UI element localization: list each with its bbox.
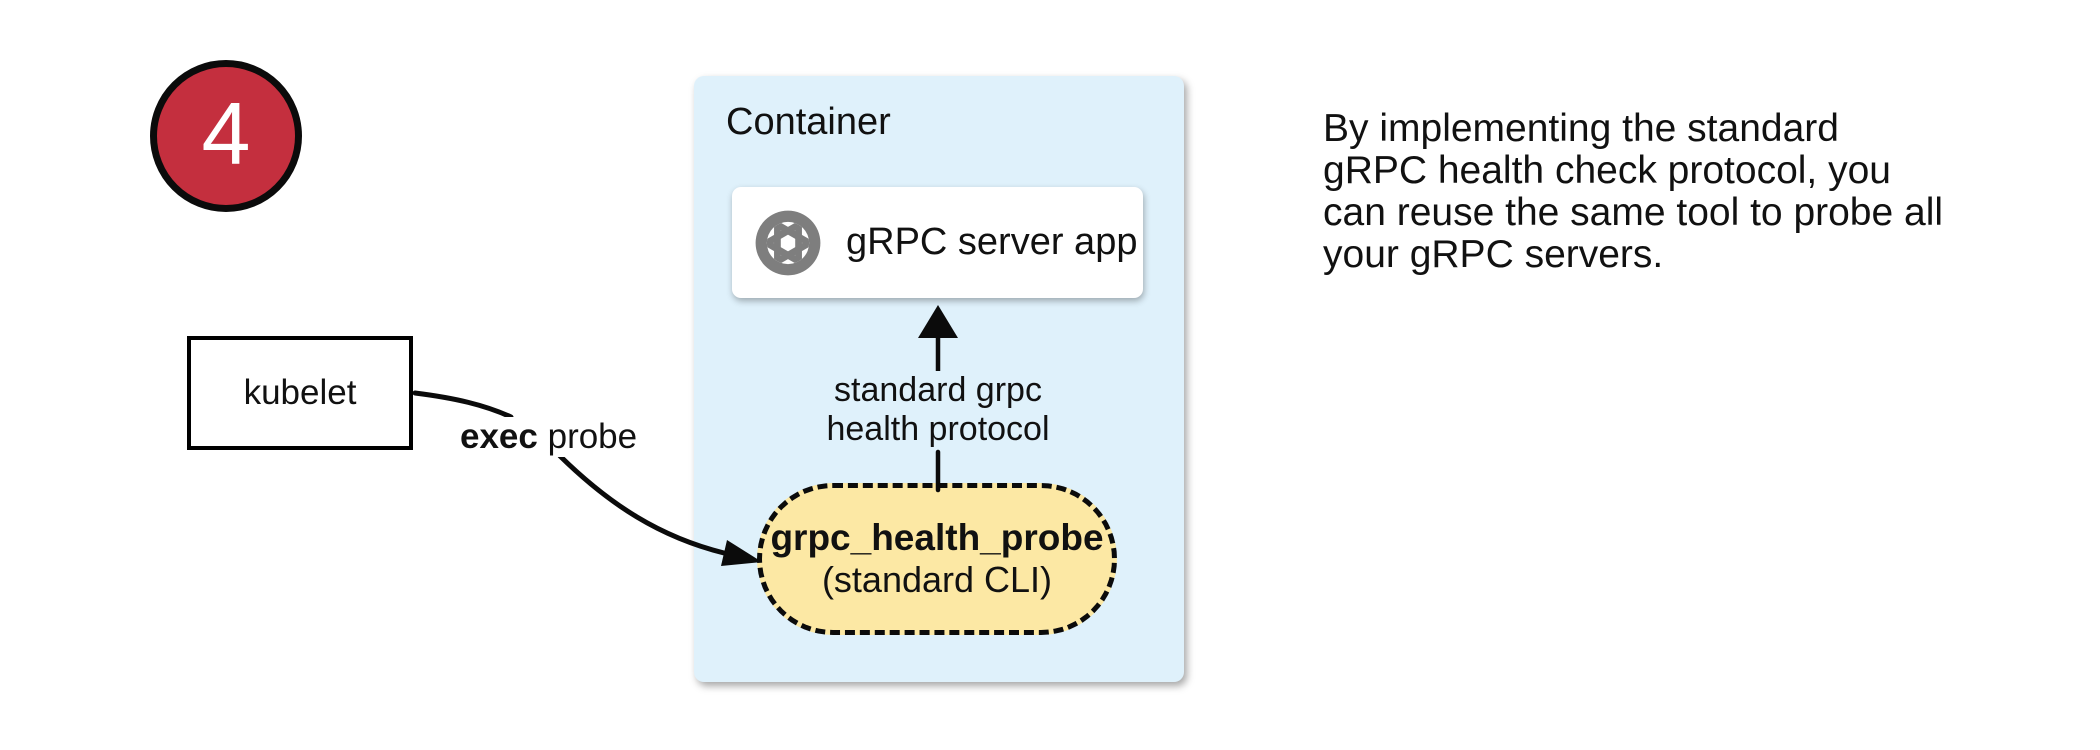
note-text: By implementing the standard gRPC health…	[1323, 108, 1943, 276]
exec-probe-label-bold: exec	[460, 417, 538, 456]
kubelet-label: kubelet	[243, 373, 357, 412]
step-number: 4	[201, 84, 251, 183]
exec-probe-label: exec probe	[456, 417, 642, 457]
note-line: By implementing the standard	[1323, 107, 1839, 150]
probe-subtitle: (standard CLI)	[821, 559, 1053, 600]
step-badge: 4	[150, 60, 302, 212]
aperture-icon	[755, 210, 821, 275]
exec-probe-label-rest: probe	[537, 417, 638, 456]
kubelet-box: kubelet	[187, 336, 413, 450]
grpc-server-app-label: gRPC server app	[846, 221, 1138, 263]
note-line: gRPC health check protocol, you	[1323, 149, 1891, 192]
health-protocol-label: standard grpc health protocol	[823, 371, 1053, 449]
note-line: can reuse the same tool to probe all	[1323, 191, 1944, 234]
note-line: your gRPC servers.	[1323, 233, 1664, 276]
grpc-server-app-box: gRPC server app	[732, 187, 1143, 298]
grpc-health-probe-pill: grpc_health_probe (standard CLI)	[757, 483, 1117, 635]
probe-name: grpc_health_probe	[770, 517, 1104, 558]
container-title: Container	[726, 101, 891, 143]
